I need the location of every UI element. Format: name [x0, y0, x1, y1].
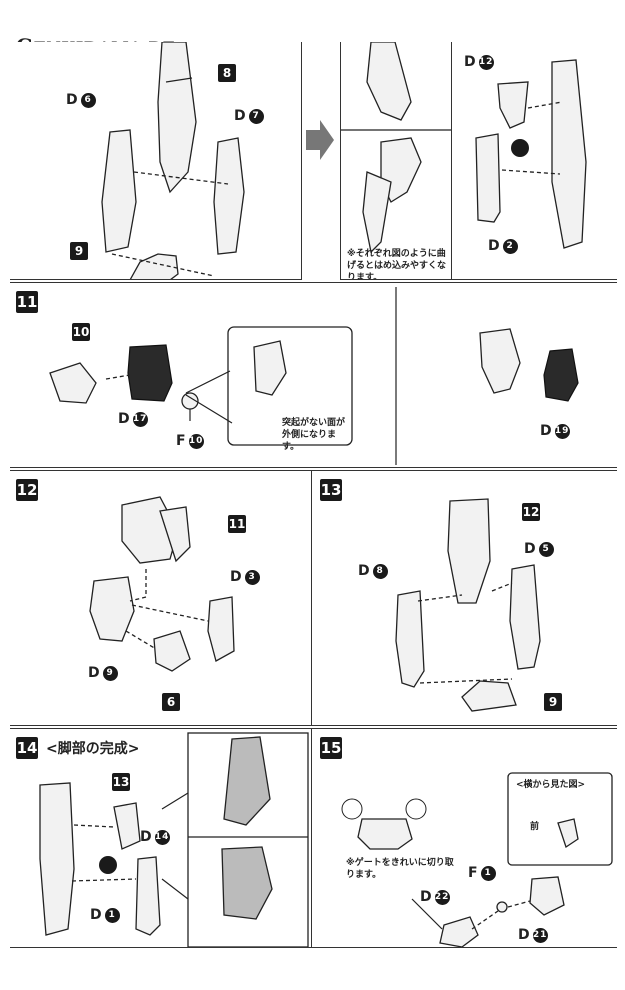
step-14-diagram: [39, 732, 309, 947]
part-callout-9-step13: 9: [544, 693, 562, 711]
gate-cut-note: ※ゲートをきれいに切り取ります。: [346, 858, 454, 880]
part-callout-10: 10: [72, 323, 90, 341]
step-11-diagram: [49, 287, 579, 465]
step-11-note: 突起がない面が外側になります。: [282, 418, 346, 452]
bending-diagram: [341, 42, 451, 254]
step-number-14: 14: [16, 737, 38, 759]
step-14-title: <脚部の完成>: [46, 741, 140, 757]
part-callout-12: 12: [522, 503, 540, 521]
bend-note: ※それぞれ図のように曲げるとはめ込みやすくなります。: [347, 249, 447, 280]
front-label: 前: [530, 822, 540, 832]
part-callout-6: 6: [162, 693, 180, 711]
step-12-diagram: [89, 496, 235, 672]
step-number-15: 15: [320, 737, 342, 759]
flow-arrow-top: [306, 120, 334, 160]
step-number-12: 12: [16, 479, 38, 501]
step-number-11: 11: [16, 291, 38, 313]
part-callout-8: 8: [218, 64, 236, 82]
step-number-13: 13: [320, 479, 342, 501]
part-callout-13: 13: [112, 773, 130, 791]
top-left-diagram: [101, 42, 245, 279]
leg-armor-diagram: [475, 59, 587, 249]
part-callout-9: 9: [70, 242, 88, 260]
top-middle-panel: ※それぞれ図のように曲げるとはめ込みやすくなります。: [340, 42, 452, 280]
part-callout-11: 11: [228, 515, 246, 533]
step-13-diagram: [395, 498, 541, 712]
side-view-label: <横から見た図>: [516, 780, 586, 790]
step-15-diagram: [341, 772, 613, 947]
